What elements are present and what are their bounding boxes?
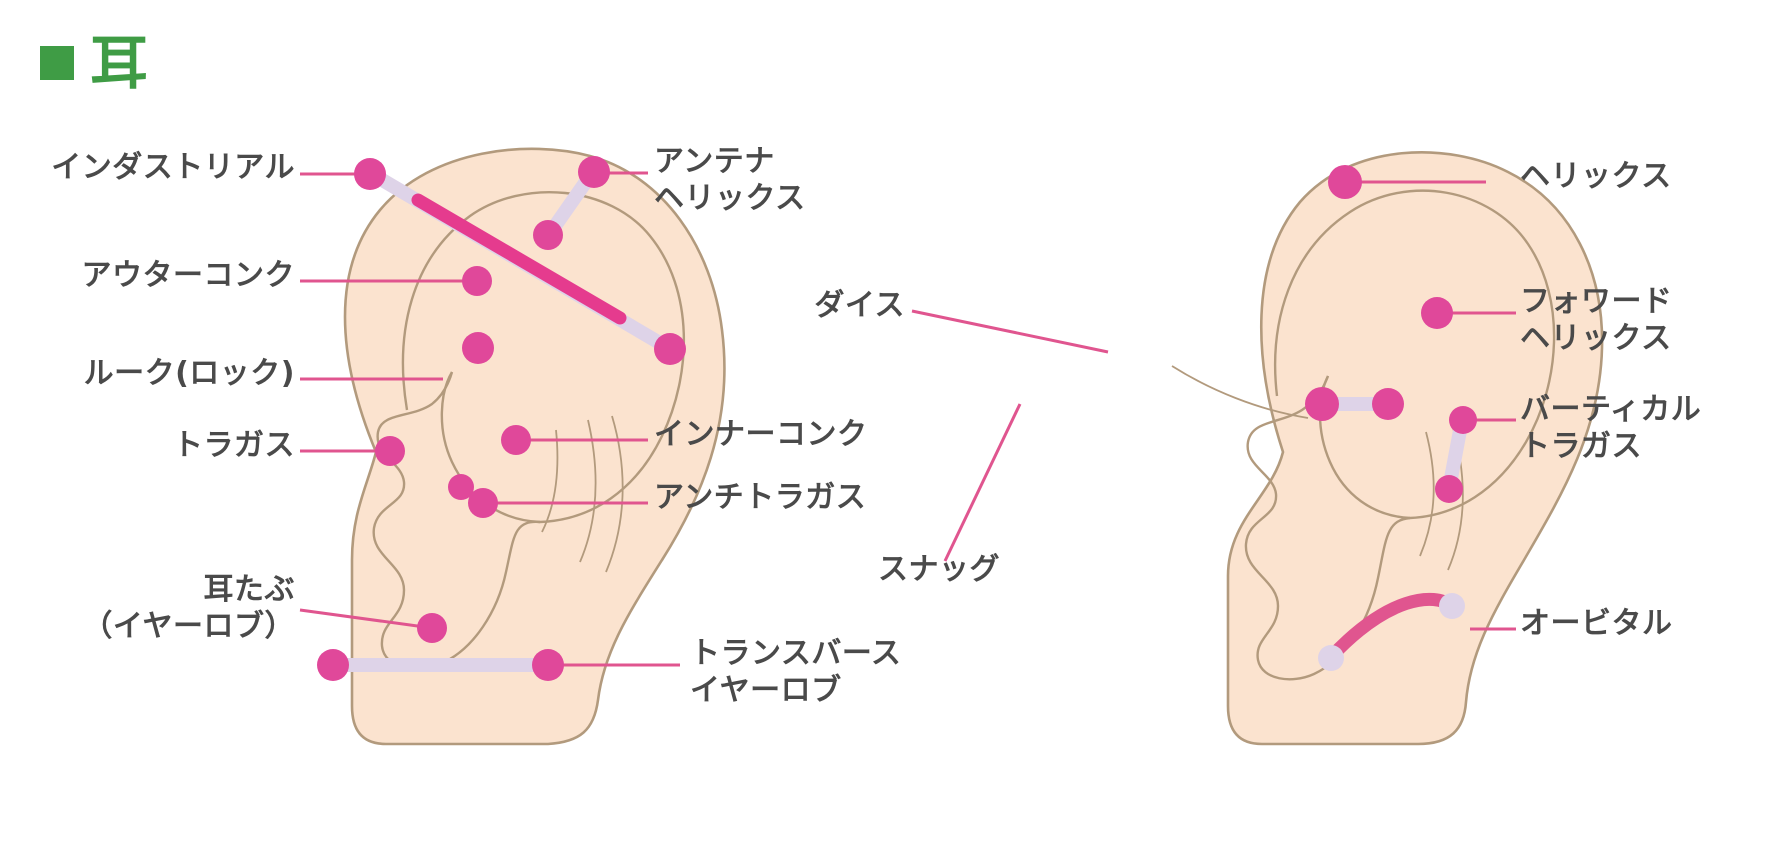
dot-rook: [462, 332, 494, 364]
dot-forward-helix: [1421, 297, 1453, 329]
dot-antenna-helix-bot: [533, 220, 563, 250]
dot-earlobe: [417, 613, 447, 643]
left-ear-helix-fold-3: [541, 429, 559, 533]
dot-transverse-left: [317, 649, 349, 681]
dot-vertical-tragus-1: [1449, 406, 1477, 434]
dot-outer-conch: [462, 266, 492, 296]
right-ear-outer-concha: [1273, 189, 1556, 520]
left-ear-industrial-bar-pink: [411, 193, 627, 325]
dot-helix: [1328, 165, 1362, 199]
dot-antenna-helix-top: [578, 156, 610, 188]
dot-snug-right: [1372, 388, 1404, 420]
green-square-icon: [40, 46, 74, 80]
label-transverse-lobe: トランスバース イヤーロブ: [690, 636, 902, 708]
left-ear-helix-fold-1: [579, 419, 597, 563]
dot-vertical-tragus-2: [1435, 475, 1463, 503]
left-ear-outer-concha: [401, 191, 686, 524]
dot-industrial-bottom: [654, 333, 686, 365]
orbital-bead-top: [1439, 593, 1465, 619]
label-rook: ルーク(ロック): [83, 356, 295, 391]
label-outer-conch: アウターコンク: [81, 258, 295, 293]
leader-daith: [911, 309, 1109, 354]
dot-snug-left: [1305, 387, 1339, 421]
dot-anti-tragus: [468, 488, 498, 518]
label-forward-helix: フォワード ヘリックス: [1520, 284, 1673, 356]
dot-inner-conch: [501, 425, 531, 455]
right-ear-outline: [1226, 151, 1604, 746]
leader-snug: [943, 403, 1022, 562]
leader-earlobe: [299, 608, 433, 630]
label-snug: スナッグ: [878, 552, 1000, 587]
right-ear-daith-fold: [1171, 365, 1309, 419]
orbital-bead-bottom: [1318, 645, 1344, 671]
dot-industrial-top: [354, 158, 386, 190]
label-orbital: オービタル: [1520, 606, 1673, 641]
label-daith: ダイス: [814, 288, 905, 323]
dot-transverse-right: [532, 649, 564, 681]
page-title: 耳: [40, 34, 148, 92]
left-ear-helix-fold-2: [605, 415, 624, 573]
left-ear-outline: [343, 147, 726, 746]
label-helix: ヘリックス: [1520, 159, 1672, 194]
label-anti-tragus: アンチトラガス: [654, 480, 867, 515]
label-vertical-tragus: バーティカル トラガス: [1520, 392, 1702, 464]
right-ear-helix-fold-2: [1419, 431, 1435, 557]
page-title-text: 耳: [90, 29, 149, 97]
label-antenna-helix: アンテナ ヘリックス: [654, 144, 806, 216]
label-earlobe: 耳たぶ （イヤーロブ）: [82, 572, 295, 644]
label-inner-conch: インナーコンク: [654, 417, 868, 452]
left-ear-tragus-contour: [372, 371, 541, 670]
left-ear-antihelix: [440, 371, 541, 524]
dot-anti-tragus-upper: [448, 474, 474, 500]
dot-tragus: [375, 436, 405, 466]
right-ear-illustration: [911, 151, 1604, 746]
left-ear-illustration: [299, 147, 726, 746]
label-industrial: インダストリアル: [51, 150, 295, 185]
label-tragus: トラガス: [173, 428, 295, 463]
